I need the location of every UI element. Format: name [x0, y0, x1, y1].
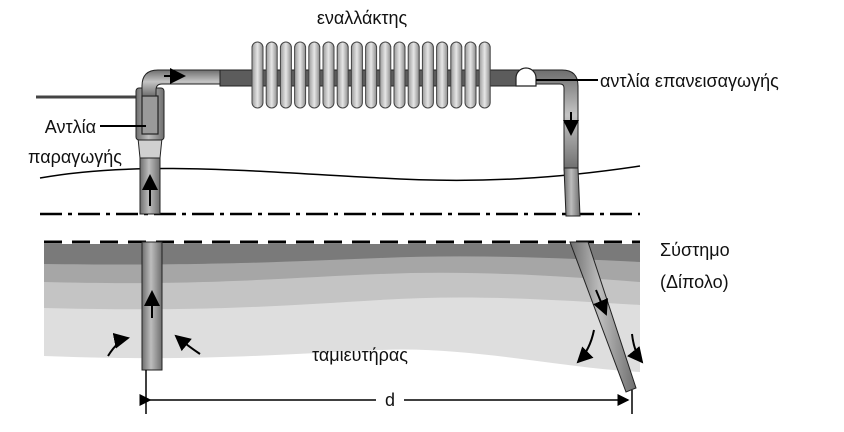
- system-label-line2: (Δίπολο): [660, 272, 729, 292]
- exchanger-fin: [478, 41, 491, 109]
- reservoir-label: ταμιευτήρας: [312, 345, 408, 365]
- production-pump-label-line1: Αντλία: [45, 117, 96, 137]
- distance-dimension: [139, 370, 633, 414]
- exchanger-fin: [279, 41, 292, 109]
- distance-label: d: [385, 390, 395, 410]
- exchanger-fin: [436, 41, 449, 109]
- return-pipe: [519, 69, 581, 217]
- exchanger-fin: [379, 41, 392, 109]
- production-pump-label-line2: παραγωγής: [28, 147, 122, 167]
- system-label-line1: Σύστημο: [660, 240, 730, 260]
- reinjection-pump: [515, 67, 537, 87]
- flow-arrow-reservoir-right-2: [627, 333, 644, 364]
- exchanger-fin: [407, 41, 420, 109]
- reinjection-well: [569, 241, 637, 393]
- exchanger-fin: [265, 41, 278, 109]
- exchanger-fin: [294, 41, 307, 109]
- exchanger-fin: [393, 41, 406, 109]
- layer-top: [44, 244, 640, 265]
- exchanger-fin: [336, 41, 349, 109]
- exchanger-fins: [251, 41, 491, 109]
- flow-arrow-reservoir-left-1: [107, 332, 130, 357]
- flow-arrow-reinjection: [593, 289, 608, 316]
- flow-arrow-reservoir-right-1: [576, 329, 595, 364]
- exchanger-fin: [421, 41, 434, 109]
- exchanger-fin: [365, 41, 378, 109]
- reinjection-pump-label: αντλία επανεισαγωγής: [600, 71, 779, 91]
- exchanger-fin: [350, 41, 363, 109]
- subsurface-layers: [44, 244, 640, 372]
- ground-surface-line: [39, 165, 641, 182]
- exchanger-fin: [464, 41, 477, 109]
- exchanger-label: εναλλάκτης: [317, 8, 408, 28]
- exchanger-fin: [322, 41, 335, 109]
- flow-arrows: [107, 68, 644, 364]
- exchanger-fin: [450, 41, 463, 109]
- exchanger-fin: [308, 41, 321, 109]
- supply-pipe: [141, 69, 221, 97]
- heat-exchanger: [219, 41, 521, 109]
- flow-arrow-reservoir-left-2: [174, 334, 201, 355]
- production-well: [137, 137, 163, 371]
- exchanger-fin: [251, 41, 264, 109]
